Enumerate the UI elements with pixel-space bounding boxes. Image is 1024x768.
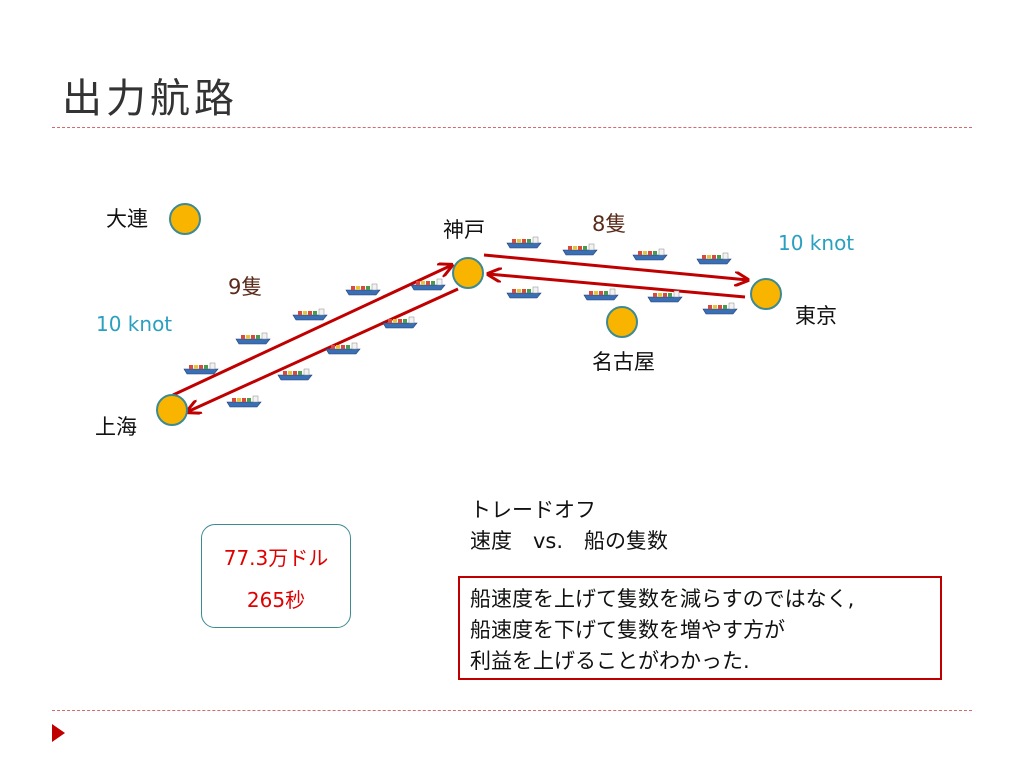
conclusion-line: 利益を上げることがわかった. [470,649,750,673]
port-label-nagoya: 名古屋 [592,350,655,374]
port-label-dalian: 大連 [106,207,148,231]
ship-icon [325,342,361,355]
result-box: 77.3万ドル 265秒 [201,524,351,628]
route-arrow-tokyo-kobe [488,274,746,299]
port-label-tokyo: 東京 [795,304,837,328]
ship-icon [583,288,619,301]
ship-icon [506,236,542,249]
conclusion-line: 船速度を上げて隻数を減らすのではなく, [470,587,855,611]
port-marker-nagoya [606,306,638,338]
conclusion-box: 船速度を上げて隻数を減らすのではなく, 船速度を下げて隻数を増やす方が 利益を上… [458,576,942,680]
port-marker-tokyo [750,278,782,310]
port-label-shanghai: 上海 [95,415,137,439]
port-marker-dalian [169,203,201,235]
page-title: 出力航路 [62,76,238,122]
ship-icon [277,368,313,381]
result-cost: 77.3万ドル [223,546,329,570]
ship-icon [345,283,381,296]
result-time: 265秒 [246,588,306,612]
route-arrow-shanghai-kobe [172,265,452,397]
tradeoff-heading: トレードオフ [470,498,596,522]
port-label-kobe: 神戸 [443,218,485,242]
route-arrow-kobe-shanghai [187,287,459,412]
tradeoff-comparison: 速度 vs. 船の隻数 [470,529,669,553]
ship-icon [702,302,738,315]
ship-icon [647,290,683,303]
ship-icon [183,362,219,375]
ship-icon [562,243,598,256]
ship-icon [235,332,271,345]
route-arrow-kobe-tokyo [483,253,748,280]
footer-divider [52,710,972,711]
ship-icon [632,248,668,261]
speed-label-kobe-tokyo: 10 knot [778,231,855,255]
ship-icon [506,286,542,299]
port-marker-shanghai [156,394,188,426]
tradeoff-text: トレードオフ 速度 vs. 船の隻数 [470,495,668,557]
title-divider [52,127,972,128]
port-marker-kobe [452,257,484,289]
ship-count-shanghai-kobe: 9隻 [228,275,263,299]
speed-label-shanghai-kobe: 10 knot [96,312,173,336]
conclusion-line: 船速度を下げて隻数を増やす方が [470,618,785,642]
ship-icon [696,252,732,265]
ship-icon [292,308,328,321]
ship-icon [382,316,418,329]
ship-icon [226,395,262,408]
play-triangle-icon [52,724,65,742]
ship-count-kobe-tokyo: 8隻 [592,212,627,236]
